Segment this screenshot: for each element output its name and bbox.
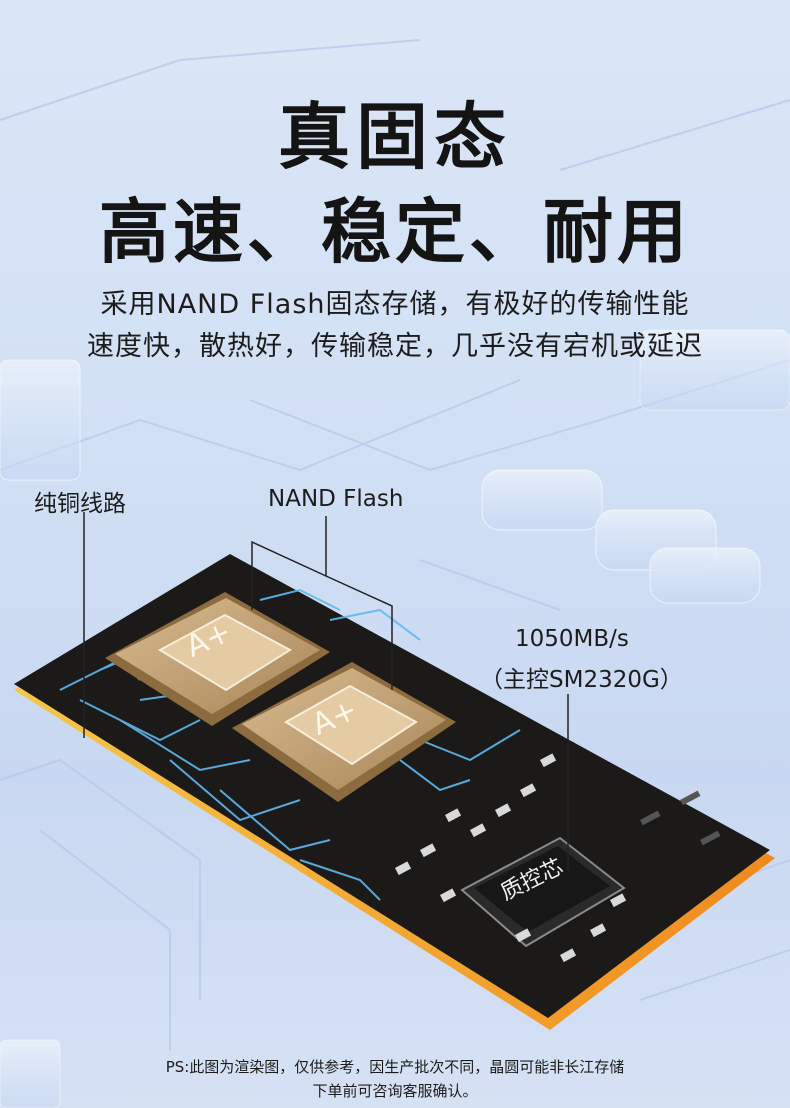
- callout-controller: （主控SM2320G）: [480, 667, 683, 693]
- headline: 真固态: [277, 95, 512, 179]
- controller-chip: [460, 836, 626, 948]
- callout-nand-flash: NAND Flash: [268, 486, 404, 512]
- subheadline: 高速、稳定、耐用: [99, 191, 691, 273]
- pcb-board: [14, 554, 775, 1030]
- description-line-1: 采用NAND Flash固态存储，有极好的传输性能: [100, 289, 690, 320]
- callout-lines: [83, 512, 569, 870]
- smd-components: [394, 753, 721, 963]
- callout-speed: 1050MB/s: [515, 626, 629, 652]
- footnote-line-2: 下单前可咨询客服确认。: [312, 1082, 478, 1100]
- background-glass-blocks: [0, 329, 790, 1108]
- callout-copper-traces: 纯铜线路: [34, 491, 126, 517]
- flash-chip-2: [232, 662, 456, 802]
- description-line-2: 速度快，散热好，传输稳定，几乎没有宕机或延迟: [87, 331, 703, 362]
- footnote-line-1: PS:此图为渲染图，仅供参考，因生产批次不同，晶圆可能非长江存储: [165, 1058, 625, 1076]
- flash-chip-1: [105, 592, 330, 726]
